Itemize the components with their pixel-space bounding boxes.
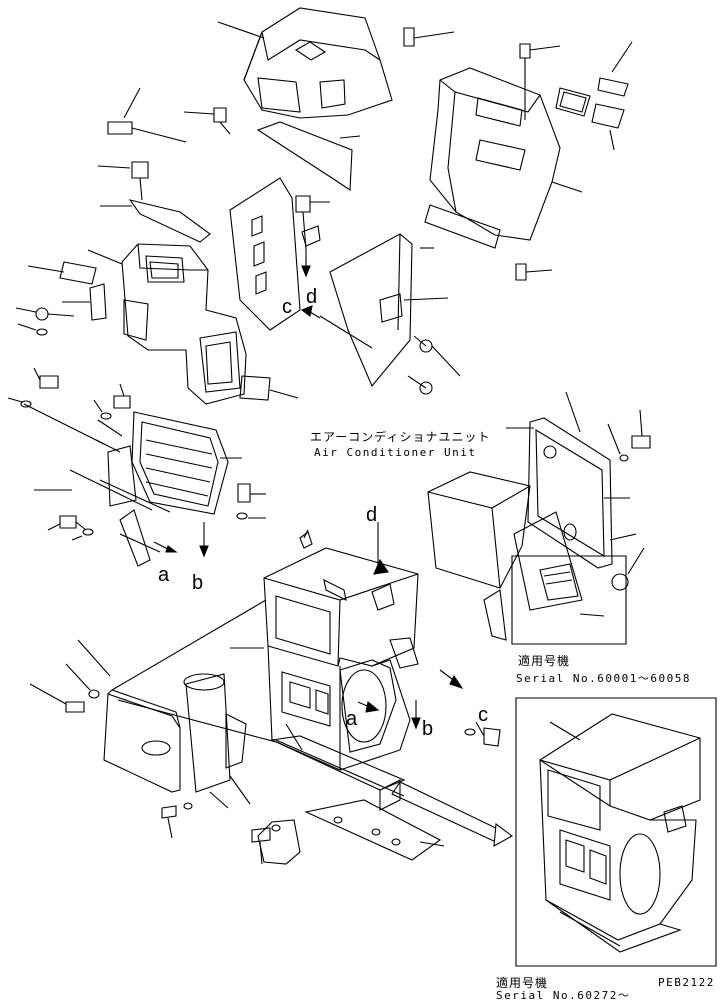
unit-title-en: Air Conditioner Unit — [314, 446, 477, 459]
drawing-code: PEB2122 — [658, 976, 715, 989]
bolts-top — [98, 28, 560, 250]
duct-pipe — [184, 674, 250, 808]
bottom-plates — [162, 800, 444, 864]
callout-c-lower: c — [478, 704, 488, 726]
serial-box-2-frame — [516, 698, 716, 966]
bolts-left — [8, 308, 130, 419]
callout-a-lower: a — [346, 708, 358, 730]
callout-d-lower: d — [366, 504, 378, 526]
side-duct-panel — [302, 226, 552, 394]
heater-core-frame — [24, 404, 242, 566]
serial-box-1-label-ja: 適用号機 — [518, 654, 571, 668]
callout-a-left: a — [158, 564, 170, 586]
serial-box-1-frame — [512, 556, 626, 644]
unit-title-ja: エアーコンディショナユニット — [310, 430, 491, 444]
side-cover-panel — [30, 600, 276, 792]
callout-b-lower: b — [422, 718, 434, 740]
callout-d-upper: d — [306, 286, 318, 308]
bolts-mid-left — [48, 484, 266, 540]
right-upper-housing — [425, 68, 582, 248]
callout-b-left: b — [192, 572, 204, 594]
main-cabinet — [230, 522, 418, 810]
serial-box-1-label-en: Serial No.60001〜60058 — [516, 672, 691, 685]
filter-gaskets-right — [556, 42, 632, 150]
direction-arrows-ab — [154, 250, 320, 556]
blower-evaporator-assembly — [28, 244, 298, 404]
top-duct-cover — [218, 8, 392, 118]
serial-box-2-label-en: Serial No.60272〜 — [496, 989, 631, 1002]
serial-box-2-label-ja: 適用号機 — [496, 976, 549, 990]
direction-arrows-lower — [358, 670, 512, 846]
upper-brackets — [100, 122, 360, 330]
callout-c-upper: c — [282, 296, 292, 318]
